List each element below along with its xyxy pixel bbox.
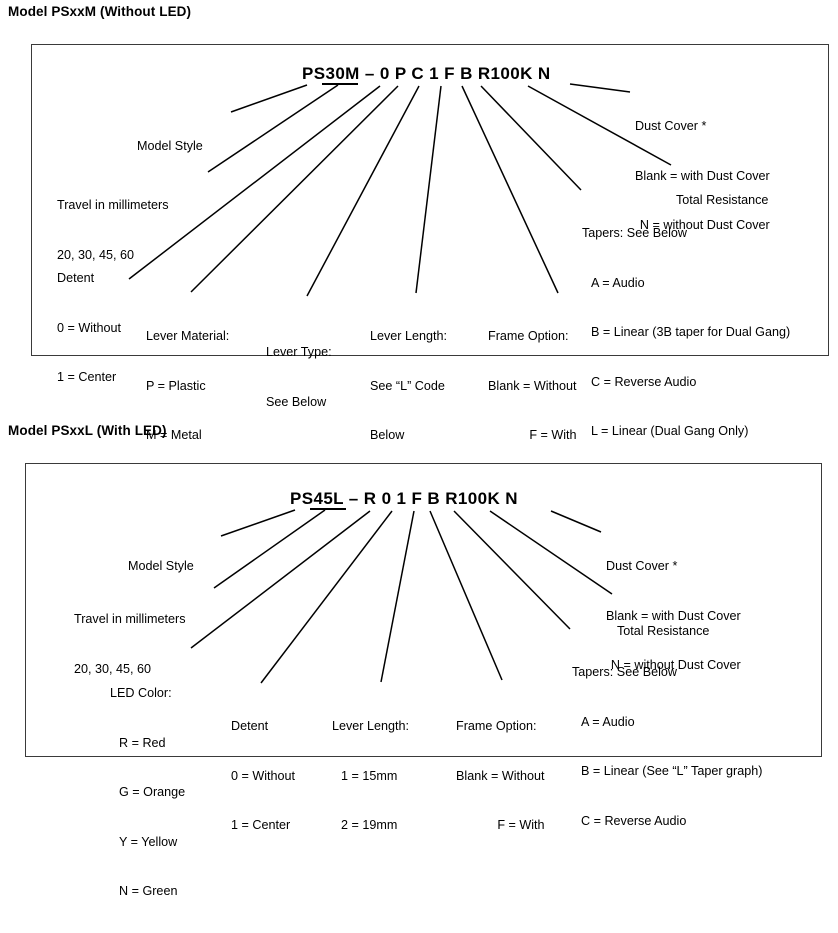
part-number-diagram-page: Model PSxxM (Without LED) PS30M – 0 P C … xyxy=(8,4,829,898)
callout-lever-material-psxxm: Lever Material: P = Plastic M = Metal xyxy=(146,295,229,477)
callout-tapers-psxxm: Tapers: See Below A = Audio B = Linear (… xyxy=(582,192,790,473)
callout-line: R = Red xyxy=(119,735,166,750)
callout-line: See “L” Code xyxy=(370,378,445,393)
callout-lever-length-psxxm: Lever Length: See “L” Code Below xyxy=(370,295,447,477)
callout-travel-psxxm: Travel in millimeters 20, 30, 45, 60 xyxy=(57,164,169,296)
part-code-psxxl: PS45L – R 0 1 F B R100K N xyxy=(290,489,518,508)
callout-frame-option-psxxl: Frame Option: Blank = Without F = With xyxy=(456,685,545,867)
callout-detent-psxxm: Detent 0 = Without 1 = Center xyxy=(57,237,121,419)
callout-dust-cover-psxxl: Dust Cover * Blank = with Dust Cover N =… xyxy=(606,525,741,707)
callout-line: Dust Cover * xyxy=(606,559,678,573)
callout-line: Lever Material: xyxy=(146,329,230,343)
callout-line: 1 = Center xyxy=(231,818,291,832)
callout-line: Total Resistance xyxy=(676,193,769,207)
callout-line: Tapers: See Below xyxy=(572,665,678,679)
callout-line: A = Audio xyxy=(581,714,635,729)
callout-line: Tapers: See Below xyxy=(582,226,688,240)
callout-model-style-psxxl: Model Style xyxy=(128,525,194,608)
callout-total-resistance-psxxl: Total Resistance xyxy=(617,590,709,673)
callout-lever-type-psxxm: Lever Type: See Below xyxy=(266,311,332,443)
callout-line: N = without Dust Cover xyxy=(639,218,770,232)
part-code-underline-psxxl xyxy=(310,508,346,510)
callout-line: Detent xyxy=(231,719,269,733)
callout-line: 20, 30, 45, 60 xyxy=(74,661,152,676)
callout-line: 20, 30, 45, 60 xyxy=(57,247,135,262)
callout-line: G = Orange xyxy=(119,785,186,799)
callout-line: M = Metal xyxy=(146,428,202,442)
callout-line: Dust Cover * xyxy=(635,119,707,133)
callout-line: 2 = 19mm xyxy=(341,818,398,832)
callout-line: B = Linear (3B taper for Dual Gang) xyxy=(591,325,791,339)
part-code-psxxm: PS30M – 0 P C 1 F B R100K N xyxy=(302,64,551,83)
callout-frame-option-psxxm: Frame Option: Blank = Without F = With xyxy=(488,295,577,477)
callout-line: F = With xyxy=(529,428,577,442)
callout-line: Total Resistance xyxy=(617,624,710,638)
callout-line: A = Audio xyxy=(591,275,645,290)
callout-line: L = Linear (Dual Gang Only) xyxy=(591,424,749,438)
callout-line: F = With xyxy=(497,818,545,832)
callout-line: 0 = Without xyxy=(57,320,122,335)
callout-line: Below xyxy=(370,428,405,442)
callout-line: 1 = Center xyxy=(57,370,117,384)
callout-line: B = Linear (See “L” Taper graph) xyxy=(581,764,763,778)
callout-detent-psxxl: Detent 0 = Without 1 = Center xyxy=(231,685,295,867)
callout-line: See Below xyxy=(266,394,327,409)
callout-line: N = Green xyxy=(119,884,178,898)
callout-line: Detent xyxy=(57,271,95,285)
callout-line: Frame Option: xyxy=(456,719,537,733)
callout-travel-psxxl: Travel in millimeters 20, 30, 45, 60 xyxy=(74,578,186,710)
section-title-psxxm: Model PSxxM (Without LED) xyxy=(8,4,192,19)
callout-line: Blank = Without xyxy=(488,378,577,393)
callout-total-resistance-psxxm: Total Resistance xyxy=(676,159,768,242)
callout-line: Blank = with Dust Cover xyxy=(635,168,770,183)
callout-line: P = Plastic xyxy=(146,378,206,393)
callout-line: Lever Length: xyxy=(332,719,410,733)
callout-line: Frame Option: xyxy=(488,329,569,343)
callout-model-style-psxxm: Model Style xyxy=(137,105,203,188)
section-title-psxxl: Model PSxxL (With LED) xyxy=(8,423,167,438)
callout-lever-length-psxxl: Lever Length: 1 = 15mm 2 = 19mm xyxy=(332,685,409,867)
callout-line: Lever Length: xyxy=(370,329,448,343)
callout-line: C = Reverse Audio xyxy=(581,813,687,828)
callout-led-color-psxxl: LED Color: R = Red G = Orange Y = Yellow… xyxy=(110,652,185,933)
callout-line: Y = Yellow xyxy=(119,834,178,849)
callout-line: LED Color: xyxy=(110,686,172,700)
callout-dust-cover-psxxm: Dust Cover * Blank = with Dust Cover N =… xyxy=(635,85,770,267)
callout-line: Travel in millimeters xyxy=(57,198,169,212)
callout-line: Blank = with Dust Cover xyxy=(606,608,741,623)
callout-line: Model Style xyxy=(137,139,203,153)
callout-line: N = without Dust Cover xyxy=(610,658,741,672)
callout-line: Model Style xyxy=(128,559,194,573)
callout-line: Travel in millimeters xyxy=(74,612,186,626)
diagram-box-psxxl xyxy=(25,463,822,757)
part-code-underline-psxxm xyxy=(322,83,358,85)
callout-line: C = Reverse Audio xyxy=(591,374,697,389)
callout-line: Lever Type: xyxy=(266,345,332,359)
